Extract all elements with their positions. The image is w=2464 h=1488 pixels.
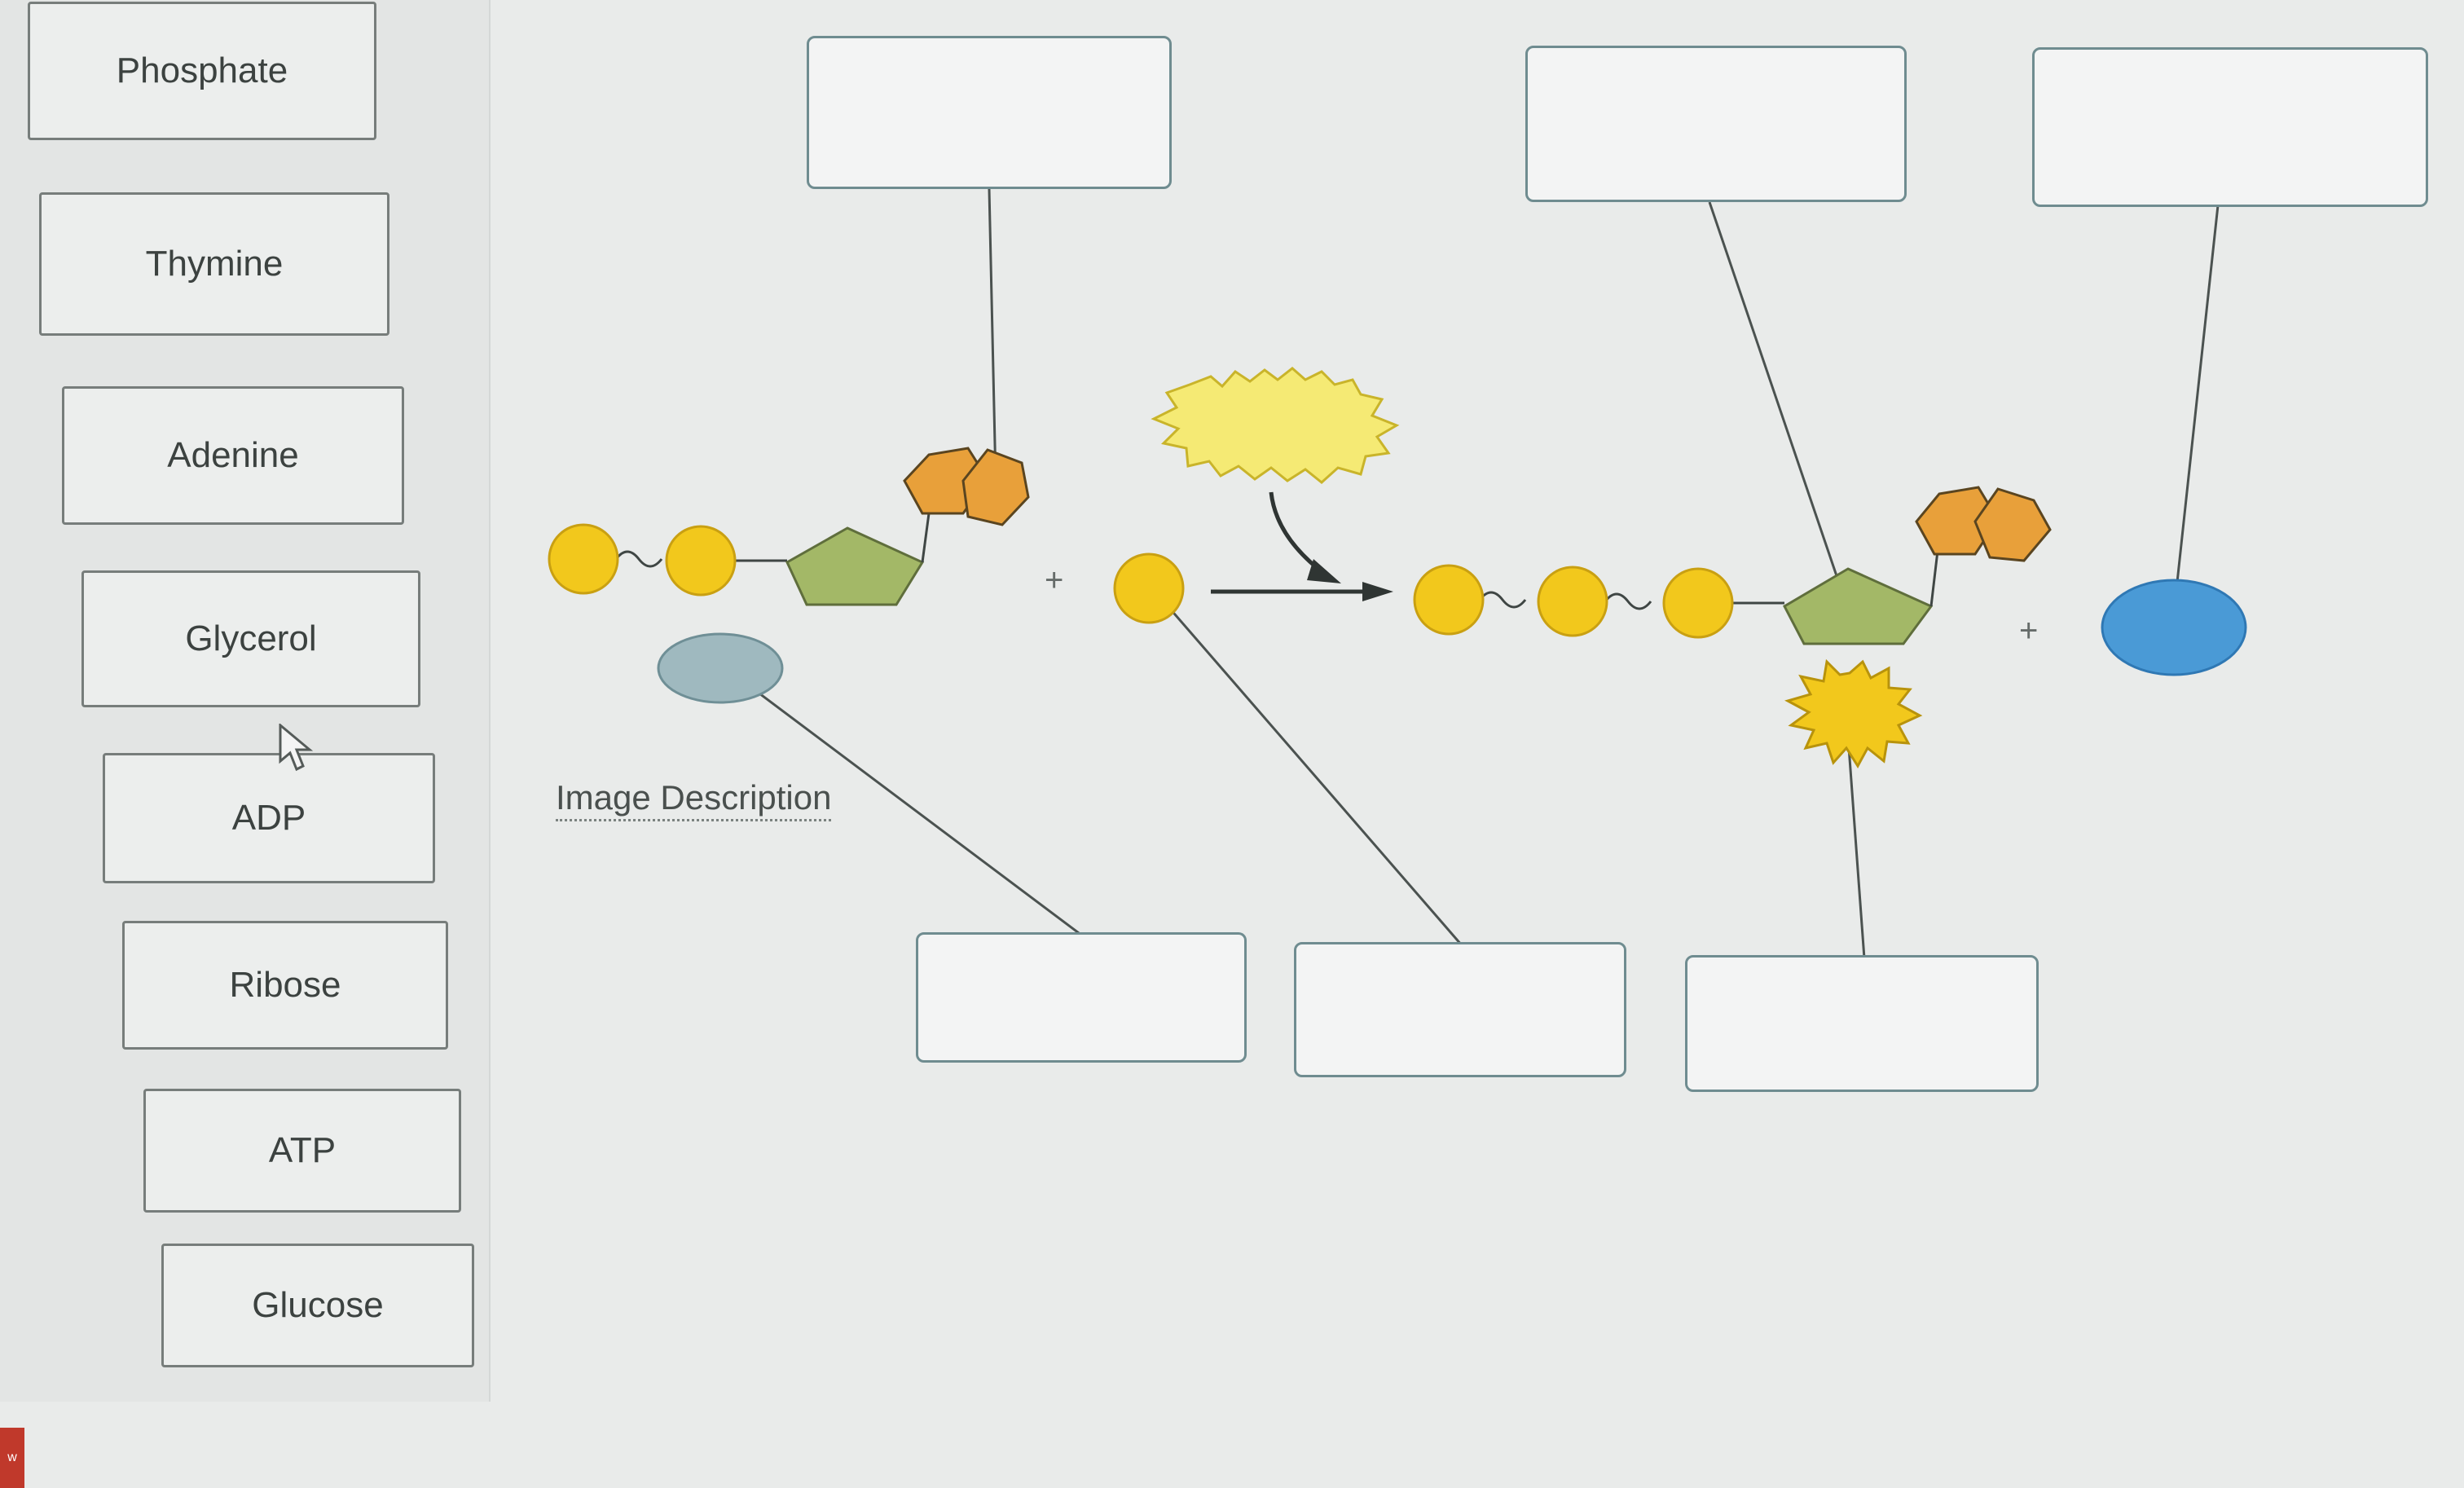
energy-input-arrowhead [1307,559,1341,583]
plus-sign: + [2019,613,2039,649]
leader-line-top-1 [988,188,997,482]
mouse-cursor-icon [279,724,313,772]
water-product-icon [2101,579,2247,676]
sugar-base-bond [1929,550,1939,607]
term-phosphate[interactable]: Phosphate [28,2,376,140]
phosphate-icon [1662,567,1734,639]
term-label: ATP [268,1130,337,1170]
drop-zone-top-2[interactable] [1525,46,1907,202]
sugar-base-bond [921,513,931,563]
term-label: ADP [231,798,306,838]
atp-molecule [1413,486,2052,645]
leader-line-top-3 [2171,205,2220,628]
adenine-ring-icon [1973,487,2052,562]
plus-sign: + [1045,562,1064,598]
term-thymine[interactable]: Thymine [39,192,389,336]
image-description-link[interactable]: Image Description [556,778,832,821]
phosphate-icon [1537,566,1608,637]
phosphate-bond [614,550,663,568]
drop-zone-bottom-1[interactable] [916,932,1247,1063]
adp-molecule [548,447,1030,606]
water-icon [657,632,784,704]
phosphate-icon [548,523,619,595]
free-phosphate-icon [1113,552,1185,624]
phosphate-icon [1413,564,1485,636]
leader-line-top-2 [1708,201,1846,601]
term-atp[interactable]: ATP [143,1089,461,1213]
ribose-pentagon-icon [785,526,925,606]
taskbar-app-icon[interactable]: w [0,1428,24,1488]
term-label: Thymine [145,244,284,284]
phosphate-bond [1604,592,1652,610]
leader-line-bottom-2 [1152,589,1463,946]
term-label: Glycerol [185,619,317,658]
drop-zone-top-1[interactable] [807,36,1172,189]
term-label: Glucose [252,1285,384,1325]
drop-zone-top-3[interactable] [2032,47,2428,207]
phosphate-bond [1478,591,1527,609]
term-ribose[interactable]: Ribose [122,921,448,1050]
stored-energy-burst-icon [1784,658,1923,768]
ribose-pentagon-icon [1783,567,1934,645]
reaction-arrowhead [1362,582,1393,601]
term-label: Ribose [229,965,341,1005]
taskbar-app-icon-label: w [7,1451,17,1464]
term-label: Adenine [167,435,299,475]
energy-burst-icon [1151,367,1400,484]
term-adenine[interactable]: Adenine [62,386,404,525]
adenine-ring-icon [961,448,1030,526]
term-label: Phosphate [116,51,288,90]
energy-input-arrow [1269,491,1328,578]
leader-line-bottom-1 [716,660,1083,937]
adenine-ring-icon [1915,486,2000,556]
drop-zone-bottom-2[interactable] [1294,942,1626,1077]
phosphate-icon [665,525,737,597]
term-glucose[interactable]: Glucose [161,1244,474,1367]
term-glycerol[interactable]: Glycerol [81,570,420,707]
term-adp[interactable]: ADP [103,753,435,883]
drop-zone-bottom-3[interactable] [1685,955,2039,1092]
